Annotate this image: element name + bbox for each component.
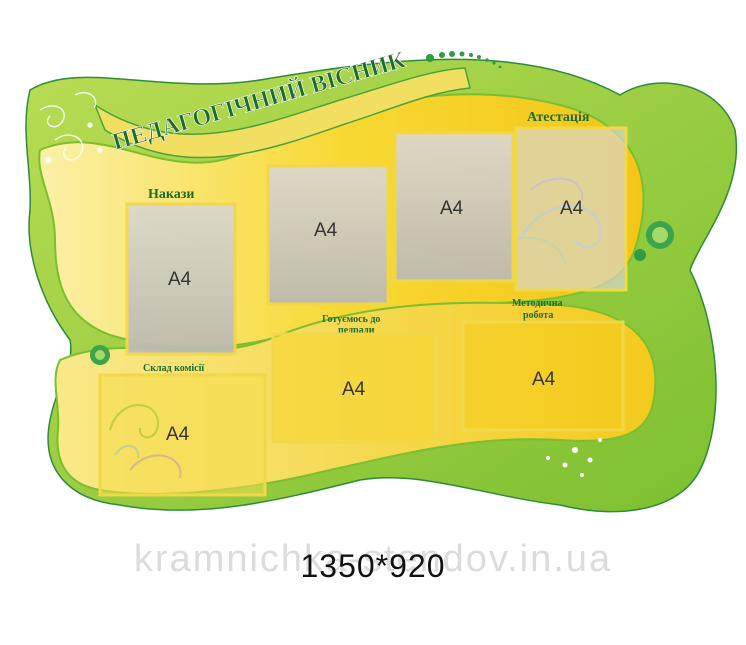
pocket-label: A4	[166, 424, 190, 445]
pocket-label: A4	[440, 198, 464, 219]
pocket-hotuiemos: A4	[271, 332, 437, 444]
pocket-nakazy: A4	[125, 202, 237, 356]
pocket-label: A4	[532, 369, 556, 390]
dimensions-caption: 1350*920	[300, 548, 446, 584]
pocket-atestatsiia: A4	[514, 126, 628, 292]
pocket-label: A4	[168, 269, 192, 290]
label-hotuiemos-line2: педради	[338, 325, 375, 336]
label-metodychna-line1: Методична	[512, 298, 562, 309]
label-sklad: Склад комісії	[143, 363, 204, 374]
pocket-top-2: A4	[266, 164, 390, 306]
label-metodychna-line2: робота	[523, 310, 553, 321]
watermark: kramnichka-stendov.in.ua	[133, 538, 613, 580]
left-swirl-ornament	[39, 91, 103, 164]
label-nakazy: Накази	[148, 187, 194, 202]
title-dots	[426, 51, 502, 69]
label-hotuiemos-line1: Готуємось до	[322, 314, 380, 325]
label-atestatsiia: Атестація	[527, 110, 590, 125]
pocket-top-3: A4	[393, 131, 515, 283]
pocket-metodychna: A4	[461, 320, 625, 432]
right-lower-ornament	[546, 438, 602, 477]
pocket-label: A4	[342, 379, 366, 400]
title-ribbon	[93, 67, 471, 159]
pocket-sklad: A4	[98, 373, 267, 497]
pocket-label: A4	[314, 220, 338, 241]
pocket-label: A4	[560, 198, 584, 219]
